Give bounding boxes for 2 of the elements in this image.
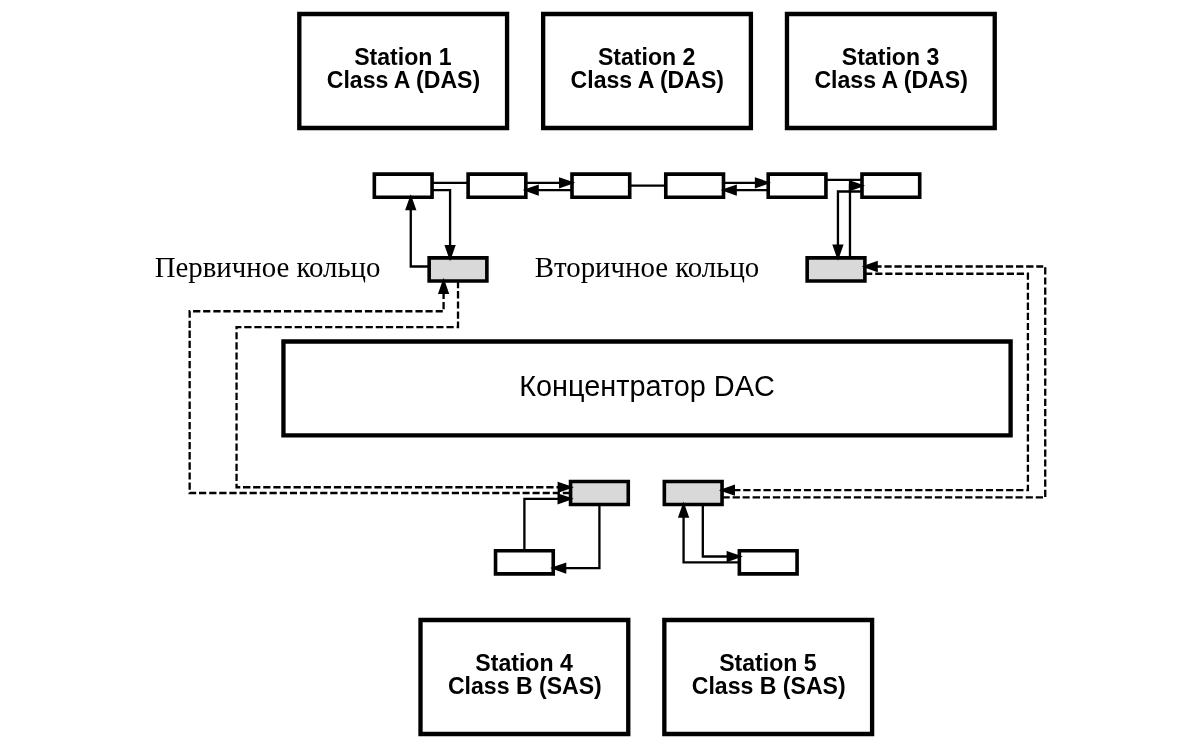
label: Вторичное кольцо (534, 250, 760, 283)
label: Первичное кольцо (154, 250, 381, 283)
